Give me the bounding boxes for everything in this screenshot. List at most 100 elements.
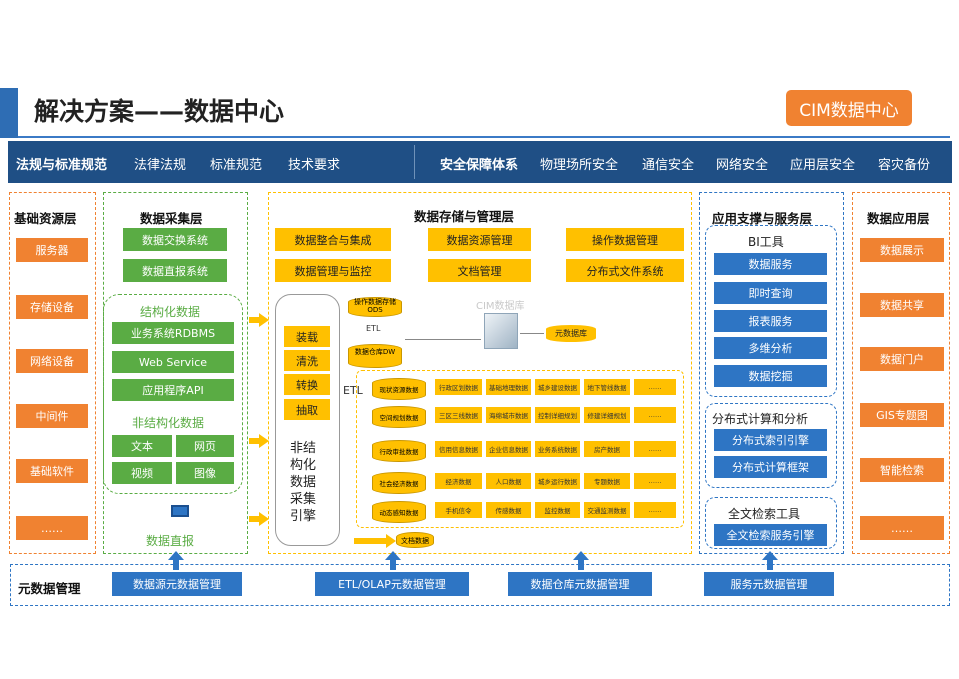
flow-arrow [249, 317, 259, 323]
structured-item: Web Service [112, 351, 234, 373]
etl-step: 清洗 [284, 350, 330, 371]
foundation-layer [9, 192, 96, 554]
theme-cell: 海绵城市数据 [485, 406, 532, 424]
foundation-item: 服务器 [16, 238, 88, 262]
theme-cell: 经济数据 [434, 472, 483, 490]
bi-group [705, 225, 837, 397]
theme-cell: 企业信息数据 [485, 440, 532, 458]
foundation-item: …… [16, 516, 88, 540]
ods-store: 操作数据存储ODS [348, 297, 402, 317]
collection-top-item: 数据交换系统 [123, 228, 227, 251]
unstructured-item: 图像 [176, 462, 234, 484]
theme-cell: 业务系统数据 [534, 440, 581, 458]
theme-cell: 控制详细规划 [534, 406, 581, 424]
security-item: 应用层安全 [790, 158, 856, 173]
dist-title: 分布式计算和分析 [712, 412, 809, 426]
bi-item: 报表服务 [714, 310, 827, 332]
metadata-item: ETL/OLAP元数据管理 [315, 572, 469, 596]
storage-module: 数据资源管理 [428, 228, 531, 251]
app-item: 数据门户 [860, 347, 944, 371]
app-item: 智能检索 [860, 458, 944, 482]
app-item: 数据展示 [860, 238, 944, 262]
foundation-item: 存储设备 [16, 295, 88, 319]
theme-cell: 城乡建设数据 [534, 378, 581, 396]
theme-cell: 三区三线数据 [434, 406, 483, 424]
foundation-title: 基础资源层 [14, 211, 77, 226]
dw-store: 数据仓库DW [348, 344, 402, 368]
metadata-title: 元数据管理 [18, 581, 81, 596]
bi-title: BI工具 [748, 235, 784, 249]
dist-group [705, 403, 837, 488]
cim-db-cube [484, 313, 518, 349]
theme-cell: …… [633, 378, 677, 396]
storage-module: 文档管理 [428, 259, 531, 282]
search-item: 全文检索服务引擎 [714, 524, 827, 546]
security-item: 网络安全 [716, 158, 769, 173]
flow-arrow [354, 538, 386, 544]
theme-cell: 城乡运行数据 [534, 472, 581, 490]
storage-title: 数据存储与管理层 [414, 209, 515, 224]
unstructured-title: 非结构化数据 [132, 416, 205, 430]
regulation-security-band: 法规与标准规范 法律法规 标准规范 技术要求 安全保障体系 物理场所安全 通信安… [8, 141, 952, 183]
app-item: 数据共享 [860, 293, 944, 317]
connector-line [405, 339, 481, 340]
title-underline [18, 136, 950, 138]
theme-cell: 房产数据 [583, 440, 631, 458]
metadata-management-band [10, 564, 950, 606]
security-item: 通信安全 [642, 158, 695, 173]
structured-group [103, 294, 243, 494]
theme-cell: …… [633, 501, 677, 519]
page-title: 解决方案——数据中心 [34, 97, 285, 126]
theme-cell: …… [633, 472, 677, 490]
theme-category: 动态感知数据 [372, 501, 426, 523]
flow-arrow [249, 438, 259, 444]
structured-item: 应用程序API [112, 379, 234, 401]
theme-category: 现状资源数据 [372, 378, 426, 400]
theme-cell: 监控数据 [534, 501, 581, 519]
bi-item: 数据挖掘 [714, 365, 827, 387]
regulation-item: 技术要求 [288, 158, 341, 173]
title-accent-bar [0, 88, 18, 138]
structured-title: 结构化数据 [140, 305, 201, 319]
storage-layer [268, 192, 692, 554]
etl-small-label: ETL [366, 324, 381, 333]
unstructured-item: 网页 [176, 435, 234, 457]
theme-cell: …… [633, 406, 677, 424]
theme-cell: 传感数据 [485, 501, 532, 519]
etl-pipeline [275, 294, 340, 546]
up-arrow-head [168, 551, 184, 560]
etl-label: ETL [343, 384, 363, 397]
band-divider [414, 145, 415, 179]
foundation-item: 中间件 [16, 404, 88, 428]
flow-arrow [249, 516, 259, 522]
theme-cell: 信用信息数据 [434, 440, 483, 458]
storage-module: 分布式文件系统 [566, 259, 684, 282]
connector-line [520, 333, 544, 334]
up-arrow-head [385, 551, 401, 560]
apps-layer [852, 192, 950, 554]
foundation-item: 网络设备 [16, 349, 88, 373]
etl-step: 抽取 [284, 399, 330, 420]
cim-badge: CIM数据中心 [786, 90, 912, 126]
collection-title: 数据采集层 [140, 211, 203, 226]
app-item: …… [860, 516, 944, 540]
collection-top-item: 数据直报系统 [123, 259, 227, 282]
etl-step: 转换 [284, 374, 330, 395]
up-arrow-head [762, 551, 778, 560]
theme-cell: 交通监测数据 [583, 501, 631, 519]
theme-cell: 行政区划数据 [434, 378, 483, 396]
search-group [705, 497, 837, 549]
security-title: 安全保障体系 [440, 158, 519, 173]
theme-cell: 基础地理数据 [485, 378, 532, 396]
support-title: 应用支撑与服务层 [712, 211, 813, 226]
docs-store: 文档数据 [396, 532, 434, 548]
bi-item: 多维分析 [714, 337, 827, 359]
metadata-item: 数据仓库元数据管理 [508, 572, 652, 596]
dist-item: 分布式计算框架 [714, 456, 827, 478]
theme-cell: 地下管线数据 [583, 378, 631, 396]
up-arrow-head [573, 551, 589, 560]
regulation-item: 标准规范 [210, 158, 263, 173]
theme-cell: 手机信令 [434, 501, 483, 519]
security-item: 容灾备份 [878, 158, 931, 173]
storage-module: 数据整合与集成 [275, 228, 391, 251]
